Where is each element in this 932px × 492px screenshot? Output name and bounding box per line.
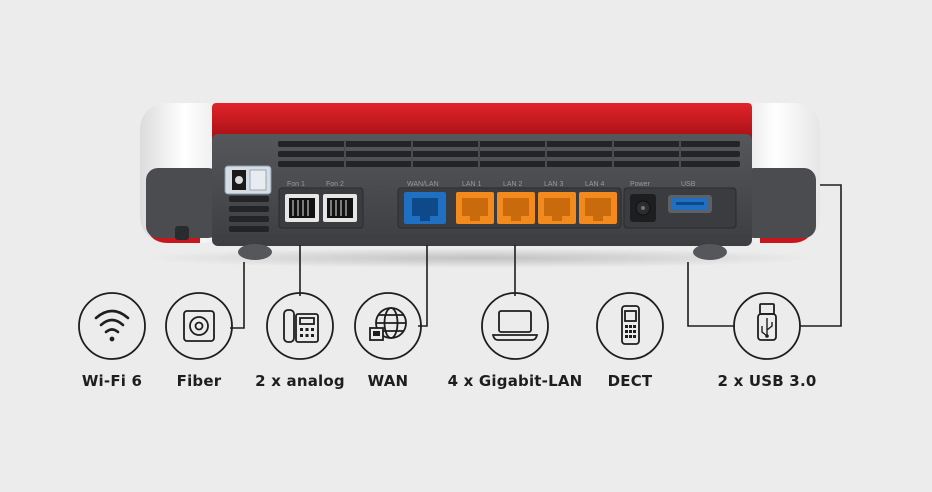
connector-usb-right xyxy=(800,184,842,327)
side-vent-grille xyxy=(229,196,269,232)
connector-usb-left xyxy=(687,262,735,327)
laptop-icon xyxy=(481,292,549,360)
wifi-icon xyxy=(78,292,146,360)
analog-port-fon2 xyxy=(323,194,357,222)
connector-fiber xyxy=(230,262,245,329)
router-red-top xyxy=(212,103,752,140)
feature-label-fiber: Fiber xyxy=(176,372,222,390)
power-port xyxy=(630,194,656,222)
lan-port-3 xyxy=(538,192,576,224)
fiber-port-icon xyxy=(165,292,233,360)
feature-label-usb: 2 x USB 3.0 xyxy=(717,372,817,390)
port-label-power: Power xyxy=(630,181,651,188)
cordless-phone-icon xyxy=(596,292,664,360)
fiber-port xyxy=(224,165,272,195)
lan-port-1 xyxy=(456,192,494,224)
port-label-usb: USB xyxy=(681,181,696,188)
port-label-lan3: LAN 3 xyxy=(544,181,564,188)
router-foot-right xyxy=(693,244,727,260)
wan-globe-icon xyxy=(354,292,422,360)
feature-label-dect: DECT xyxy=(607,372,653,390)
usb-port xyxy=(668,195,712,213)
feature-label-analog: 2 x analog xyxy=(255,372,345,390)
router-foot-left xyxy=(238,244,272,260)
port-label-lan1: LAN 1 xyxy=(462,181,482,188)
analog-phone-icon xyxy=(266,292,334,360)
router-illustration: Fon 1 Fon 2 WAN/LAN LAN 1 LAN 2 LAN 3 LA… xyxy=(140,103,820,260)
top-vent-grille xyxy=(278,141,740,167)
usb-icon xyxy=(733,292,801,360)
port-label-fon2: Fon 2 xyxy=(326,181,344,188)
feature-label-wan: WAN xyxy=(367,372,409,390)
port-label-fon1: Fon 1 xyxy=(287,181,305,188)
feature-label-wifi: Wi-Fi 6 xyxy=(81,372,143,390)
port-label-lan2: LAN 2 xyxy=(503,181,523,188)
lan-port-2 xyxy=(497,192,535,224)
wan-port xyxy=(404,192,446,224)
router-shadow xyxy=(140,248,820,268)
analog-port-fon1 xyxy=(285,194,319,222)
port-label-lan4: LAN 4 xyxy=(585,181,605,188)
port-label-wanlan: WAN/LAN xyxy=(407,181,439,188)
lan-port-4 xyxy=(579,192,617,224)
feature-label-lan: 4 x Gigabit-LAN xyxy=(447,372,583,390)
